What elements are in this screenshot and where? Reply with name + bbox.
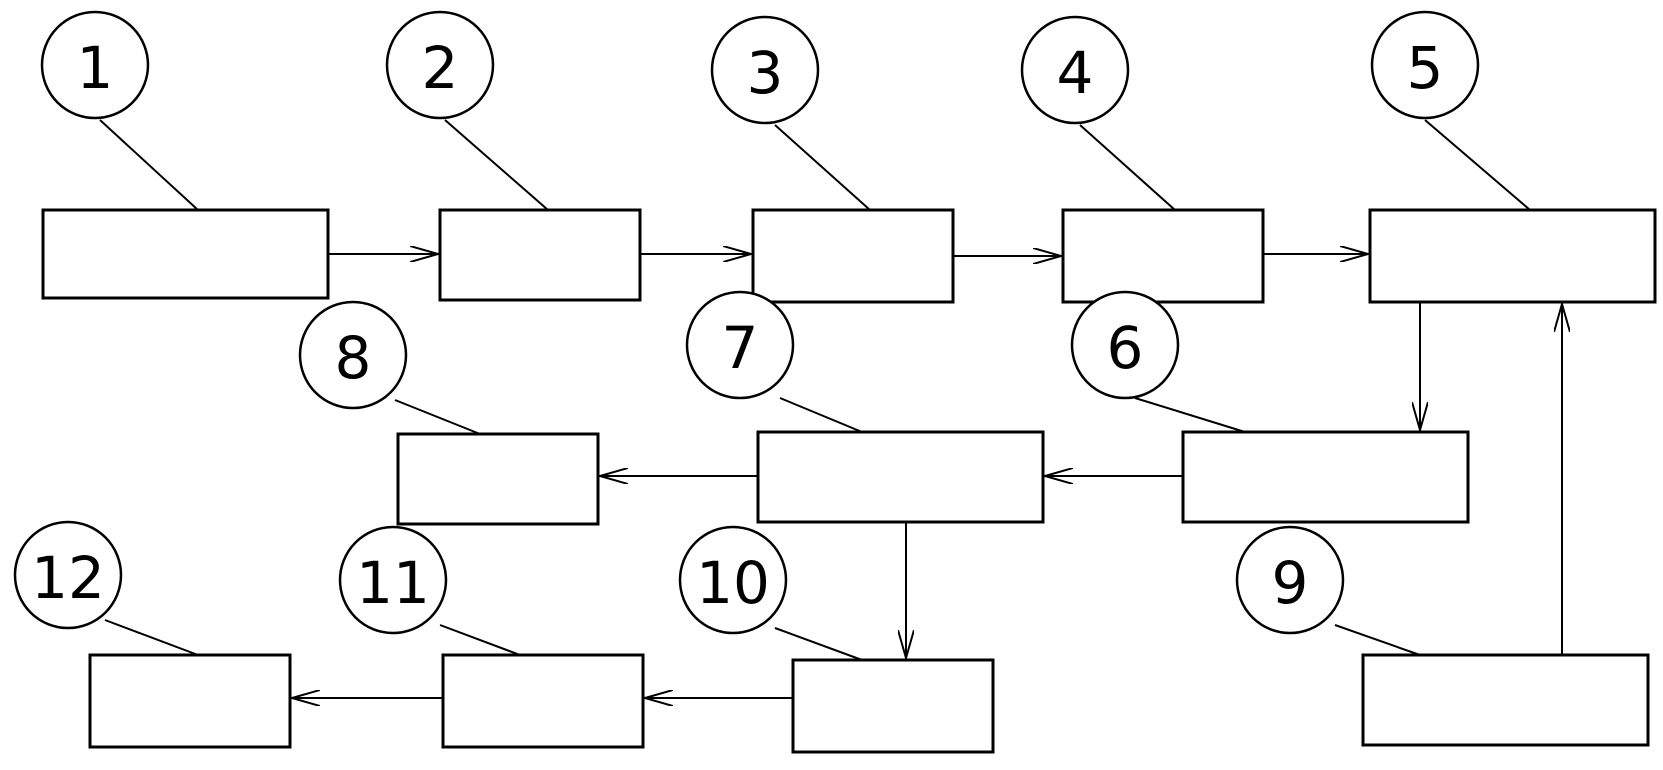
block-4 <box>1061 208 1265 304</box>
svg-text:2: 2 <box>422 34 459 102</box>
block-12 <box>88 653 292 749</box>
label-11: 11 <box>338 525 448 635</box>
leader-1 <box>99 119 199 211</box>
block-3 <box>751 208 955 304</box>
label-3: 3 <box>710 15 820 125</box>
svg-text:9: 9 <box>1272 549 1309 617</box>
leader-2 <box>444 119 549 211</box>
block-6 <box>1181 430 1470 524</box>
leader-4 <box>1079 124 1176 211</box>
label-9: 9 <box>1235 525 1345 635</box>
svg-text:11: 11 <box>356 549 430 617</box>
label-4: 4 <box>1020 15 1130 125</box>
block-9 <box>1361 653 1650 747</box>
block-10 <box>791 658 995 754</box>
leader-10 <box>774 627 863 661</box>
label-6: 6 <box>1070 290 1180 400</box>
svg-text:6: 6 <box>1107 314 1144 382</box>
label-10: 10 <box>678 525 788 635</box>
leader-11 <box>439 624 521 656</box>
leader-6 <box>1134 397 1246 433</box>
label-2: 2 <box>385 10 495 120</box>
svg-text:3: 3 <box>747 39 784 107</box>
label-12: 12 <box>13 520 123 630</box>
block-1 <box>41 208 330 300</box>
block-5 <box>1368 208 1657 304</box>
leader-12 <box>104 619 199 656</box>
leader-8 <box>394 399 481 435</box>
leader-3 <box>774 124 871 211</box>
label-5: 5 <box>1370 10 1480 120</box>
leader-9 <box>1334 624 1421 656</box>
block-2 <box>438 208 642 302</box>
label-7: 7 <box>685 290 795 400</box>
leader-5 <box>1424 119 1531 211</box>
block-11 <box>441 653 645 749</box>
svg-text:1: 1 <box>77 34 114 102</box>
block-8 <box>396 432 600 526</box>
svg-text:7: 7 <box>722 314 759 382</box>
svg-text:10: 10 <box>696 549 770 617</box>
label-8: 8 <box>298 300 408 410</box>
block-7 <box>756 430 1045 524</box>
svg-text:12: 12 <box>31 544 105 612</box>
svg-text:8: 8 <box>335 324 372 392</box>
svg-text:5: 5 <box>1407 34 1444 102</box>
label-1: 1 <box>40 10 150 120</box>
svg-text:4: 4 <box>1057 39 1094 107</box>
leader-7 <box>779 397 863 433</box>
